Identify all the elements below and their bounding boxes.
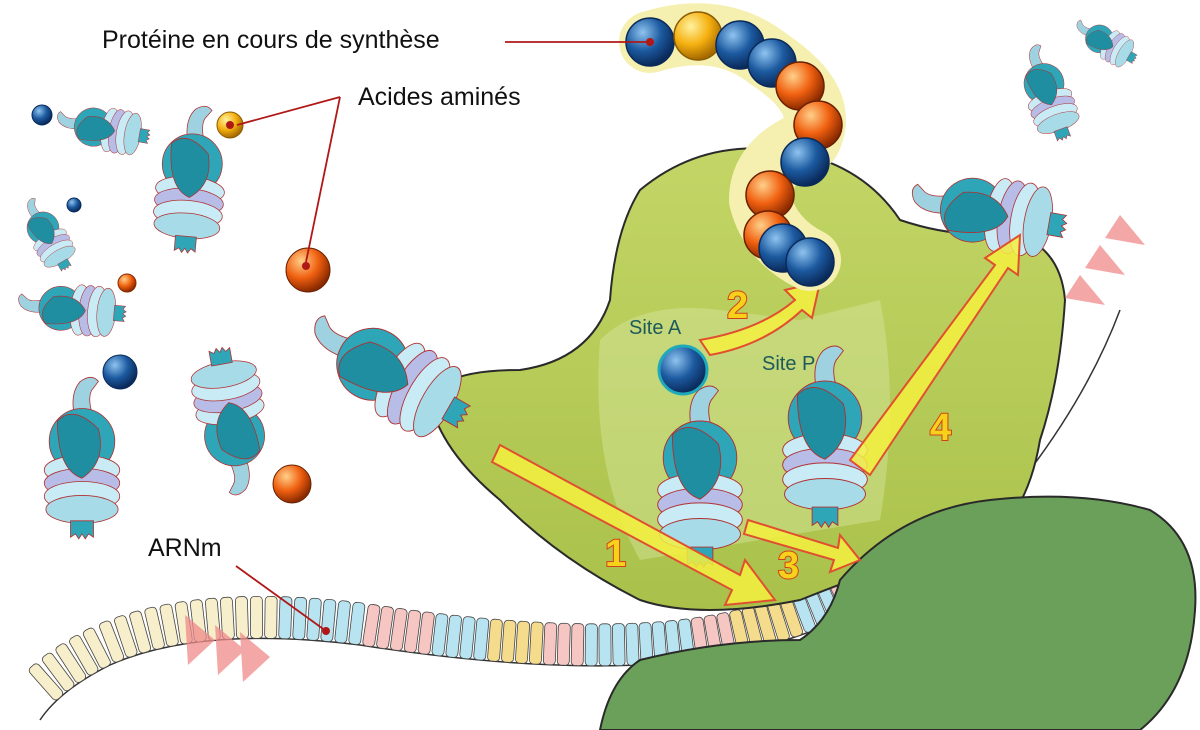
- mrna-nucleotide: [41, 652, 75, 692]
- mrna-nucleotide: [445, 614, 462, 658]
- mrna-nucleotide: [570, 623, 585, 667]
- mrna-nucleotide: [28, 663, 64, 701]
- mrna-nucleotide: [376, 606, 394, 650]
- mrna-nucleotide: [625, 622, 640, 666]
- mrna-nucleotide: [515, 620, 531, 664]
- protein-amino-acid-yellow: [673, 11, 723, 61]
- label-site-p: Site P: [762, 353, 815, 375]
- leader-lines: [235, 41, 650, 632]
- leader-dot: [646, 38, 654, 46]
- amino-acid-orange: [272, 464, 312, 504]
- mrna-nucleotide: [114, 615, 138, 658]
- mrna-nucleotide: [334, 600, 351, 644]
- arrow-step-2: [698, 280, 822, 357]
- amino-acid-blue: [102, 354, 138, 390]
- mrna-nucleotide: [459, 616, 476, 660]
- exiting-trna-1: [1008, 38, 1087, 148]
- mrna-nucleotide: [159, 603, 179, 647]
- step-4-number: 4: [930, 407, 951, 449]
- ribosome-small-subunit: [598, 495, 1197, 730]
- amino-acid-blue: [31, 104, 53, 126]
- mrna-nucleotide: [292, 596, 308, 640]
- mrna-nucleotide: [528, 621, 544, 665]
- mrna-nucleotide: [403, 609, 422, 653]
- mrna-nucleotide: [129, 610, 152, 654]
- mrna-nucleotide: [487, 618, 503, 662]
- direction-markers: [185, 215, 1145, 682]
- step-1-number: 1: [605, 533, 626, 575]
- mrna-nucleotide: [144, 606, 165, 650]
- mrna-nucleotide: [55, 643, 87, 683]
- mrna-nucleotide: [390, 607, 408, 652]
- mrna-nucleotide: [99, 620, 125, 663]
- amino-acid-blue: [66, 197, 82, 213]
- mrna-nucleotide: [362, 603, 381, 648]
- protein-amino-acid-blue: [785, 237, 835, 287]
- leader-dot: [226, 121, 234, 129]
- mrna-nucleotide: [234, 596, 249, 640]
- free-trna-4: [15, 279, 129, 340]
- mrna-nucleotide: [611, 623, 626, 667]
- leader-line-acides-1: [236, 96, 341, 126]
- mrna-nucleotide: [556, 622, 571, 666]
- exiting-trna-2: [1067, 11, 1144, 74]
- arrow-step-4: [848, 233, 1022, 477]
- mrna-nucleotide: [584, 623, 598, 667]
- mrna-nucleotide: [69, 635, 99, 676]
- mrna-nucleotide: [417, 611, 435, 655]
- label-amino-acids: Acides aminés: [358, 83, 521, 111]
- mrna-nucleotide: [598, 623, 612, 667]
- mrna-nucleotide: [348, 601, 366, 645]
- protein-chain: [625, 11, 843, 287]
- amino-acid-orange: [117, 273, 137, 293]
- mrna-nucleotide: [431, 613, 449, 657]
- leader-dot: [302, 262, 310, 270]
- free-trna-5: [52, 98, 154, 159]
- mrna-nucleotide: [264, 595, 278, 639]
- leader-dot: [322, 627, 330, 635]
- mrna-nucleotide: [320, 598, 337, 642]
- protein-amino-acid-blue: [780, 137, 830, 187]
- mrna-nucleotide: [249, 595, 263, 639]
- mrna-nucleotide: [473, 617, 490, 661]
- mrna-nucleotide: [542, 622, 558, 666]
- label-protein: Protéine en cours de synthèse: [102, 26, 440, 54]
- leader-line-arnm: [235, 565, 327, 632]
- arrow-step-1: [490, 443, 777, 607]
- mrna-nucleotide: [278, 596, 293, 640]
- mrna-nucleotide: [82, 627, 111, 669]
- step-3-number: 3: [778, 545, 799, 587]
- mrna-nucleotide: [501, 619, 517, 663]
- label-mrna: ARNm: [148, 534, 222, 562]
- step-arrows: [490, 233, 1022, 607]
- leader-line-acides-2: [305, 96, 341, 263]
- free-trna-3: [184, 341, 280, 500]
- step-2-number: 2: [727, 285, 748, 327]
- label-site-a: Site A: [629, 317, 682, 339]
- free-trna-2: [43, 376, 121, 540]
- arrow-step-3: [742, 518, 862, 574]
- amino-acid-site-a: [657, 344, 709, 396]
